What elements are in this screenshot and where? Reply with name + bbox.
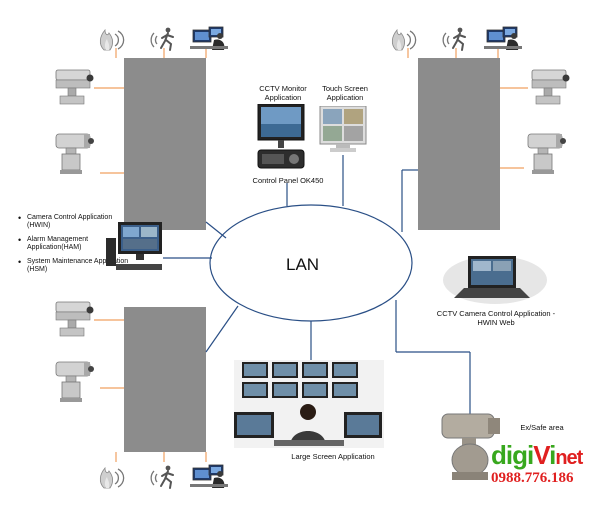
node-box-top-left — [124, 58, 206, 230]
brand-part-1: digi — [491, 440, 534, 470]
brand-part-4: net — [555, 447, 583, 469]
laptop-icon — [443, 256, 547, 304]
fire-icon — [99, 467, 125, 489]
cctv-camera-control-web-label: CCTV Camera Control Application - HWIN W… — [436, 309, 556, 327]
lan-label: LAN — [286, 255, 320, 274]
fire-icon — [391, 29, 417, 51]
large-screen-wall-icon — [234, 360, 384, 448]
operator-workstation-icon — [190, 464, 229, 489]
brand-logo: digiVinet — [491, 440, 583, 471]
motion-sensor-icon — [150, 464, 174, 489]
link-lan-bottom-left — [205, 305, 239, 353]
motion-sensor-icon — [150, 26, 174, 51]
orange-links — [94, 48, 528, 462]
node-box-bottom-left — [124, 307, 206, 452]
brand-part-3: i — [549, 440, 556, 470]
operator-workstation-icon — [190, 26, 229, 51]
camera-control-item: Camera Control Application (HWIN) — [18, 214, 133, 230]
operator-workstation-icon — [484, 26, 523, 51]
brand-part-2: V — [533, 440, 550, 470]
ptz-camera-icon — [55, 133, 95, 175]
alarm-management-item: Alarm Management Application(HAM) — [18, 236, 133, 252]
explosion-proof-camera-icon — [441, 413, 500, 480]
phone-number: 0988.776.186 — [491, 470, 574, 486]
box-camera-icon — [55, 301, 94, 337]
control-panel-label: Control Panel OK450 — [252, 176, 324, 185]
application-list: Camera Control Application (HWIN) Alarm … — [18, 214, 133, 280]
ptz-camera-icon — [527, 133, 567, 175]
workstation-icon — [106, 222, 162, 270]
touch-screen-icon — [319, 106, 367, 152]
system-maintenance-item: System Maintenance Application (HSM) — [18, 258, 133, 274]
ex-safe-area-label: Ex/Safe area — [520, 423, 564, 432]
box-camera-icon — [55, 69, 94, 105]
link-lan-top-left — [205, 221, 227, 239]
lan-links — [163, 155, 471, 418]
large-screen-label: Large Screen Application — [291, 452, 375, 461]
touch-screen-label: Touch Screen Application — [322, 84, 368, 102]
motion-sensor-icon — [442, 26, 466, 51]
ptz-camera-icon — [55, 361, 95, 403]
fire-icon — [99, 29, 125, 51]
cctv-monitor-label: CCTV Monitor Application — [259, 84, 307, 102]
cctv-monitor-icon — [257, 104, 305, 169]
node-box-top-right — [418, 58, 500, 230]
box-camera-icon — [531, 69, 570, 105]
